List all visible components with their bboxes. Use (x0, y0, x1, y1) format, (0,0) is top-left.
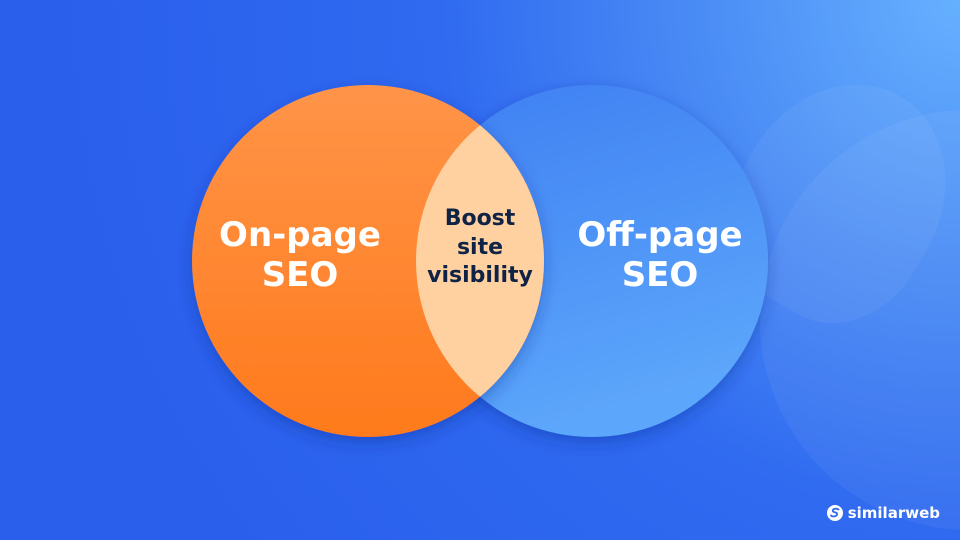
intersection-line-3: visibility (427, 263, 533, 289)
on-page-seo-label: On-page SEO (200, 215, 400, 295)
off-page-line-1: Off-page (577, 215, 743, 255)
on-page-line-2: SEO (261, 255, 339, 296)
similarweb-logo: similarweb (826, 504, 940, 522)
overlap-region (416, 85, 544, 437)
on-page-line-1: On-page (219, 215, 381, 255)
intersection-line-1: Boost (444, 206, 516, 231)
similarweb-logo-icon (826, 505, 843, 521)
off-page-line-2: SEO (621, 255, 699, 296)
logo-text: similarweb (847, 504, 940, 522)
off-page-seo-label: Off-page SEO (560, 215, 760, 295)
intersection-label: Boost site visibility (400, 205, 560, 291)
intersection-line-2: site (456, 234, 504, 260)
